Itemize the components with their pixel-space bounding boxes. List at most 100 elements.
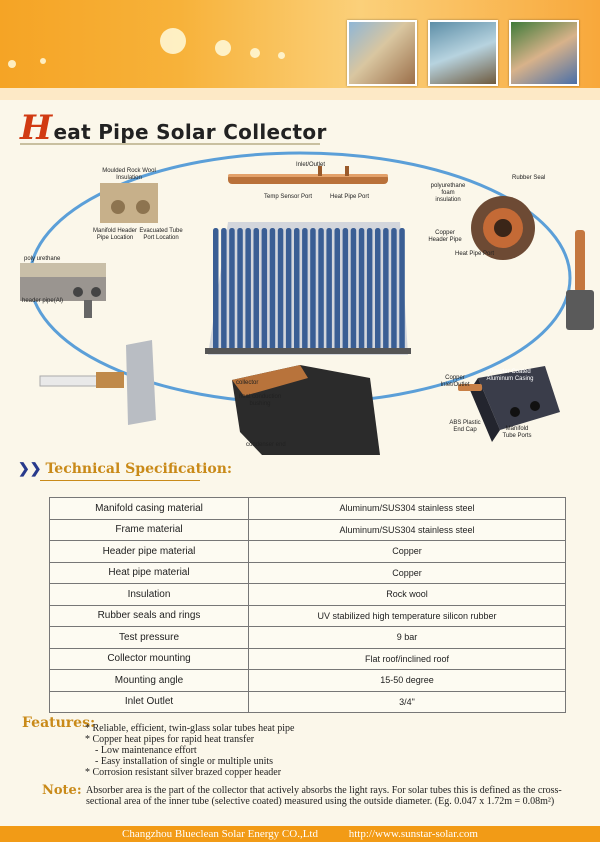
title-rest: eat Pipe Solar Collector	[53, 120, 327, 144]
evacuated-tube	[310, 228, 316, 350]
label-manifold-tube-ports: Manifold Tube Ports	[502, 426, 532, 439]
decor-dot	[250, 48, 260, 58]
spec-key: Rubber seals and rings	[49, 604, 249, 627]
spec-value: Aluminum/SUS304 stainless steel	[248, 518, 566, 541]
label-temp-sensor-port: Temp Sensor Port	[264, 194, 313, 200]
list-item: - Low maintenance effort	[95, 745, 197, 756]
label-polyurethane-foam: polyurethane foam insulation	[430, 183, 466, 203]
label-moulded-rock-wool: Moulded Rock Wool Insulation	[102, 168, 156, 181]
spec-value: Copper	[248, 540, 566, 563]
evacuated-tube	[253, 228, 259, 350]
evacuated-tube	[302, 228, 308, 350]
page-title: Heat Pipe Solar Collector	[20, 108, 327, 148]
evacuated-tube	[399, 228, 405, 350]
header-banner	[0, 0, 600, 100]
label-manifold-header-pipe-location: Manifold Header Pipe Location	[92, 228, 138, 241]
diagram-graphics	[20, 151, 594, 455]
spec-key: Insulation	[49, 583, 249, 606]
spec-underline	[40, 480, 200, 481]
evacuated-tube	[358, 228, 365, 350]
evacuated-tube	[391, 228, 397, 350]
label-copper-inlet-outlet: Copper Inlet/Outlet	[440, 375, 470, 388]
title-underline	[20, 143, 320, 145]
collector-diagram: Inlet/Outlet Temp Sensor Port Heat Pipe …	[0, 150, 600, 455]
list-item: * Reliable, efficient, twin-glass solar …	[85, 723, 295, 734]
evacuated-tube	[261, 228, 268, 350]
manifold-box-image	[458, 366, 560, 442]
spec-heading: ❯❯Technical Specification:	[18, 461, 232, 479]
evacuated-tube	[269, 228, 276, 350]
label-header-pipe-al: header pipe(Al)	[22, 298, 64, 304]
tube-cutaway-image	[232, 365, 380, 455]
evacuated-tube	[375, 228, 381, 350]
spec-key: Heat pipe material	[49, 561, 249, 584]
label-poly-urethane: poly urethane	[24, 256, 61, 262]
decor-dot	[8, 60, 16, 68]
evacuated-tube	[342, 228, 349, 350]
evacuated-tube	[294, 228, 300, 350]
spec-key: Test pressure	[49, 626, 249, 649]
spec-key: Frame material	[49, 518, 249, 541]
spec-heading-text: Technical Specification:	[45, 461, 233, 477]
photo-family-house	[347, 20, 417, 86]
evacuated-tube	[277, 228, 284, 350]
decor-dot	[215, 40, 231, 56]
evacuated-tube	[237, 228, 243, 350]
label-collector: collector	[236, 380, 259, 386]
label-powder-coated-casing: Powder Coated Aluminum Casing	[486, 369, 534, 382]
double-chevron-icon: ❯❯	[18, 461, 42, 477]
rock-wool-image	[100, 183, 158, 223]
evacuated-tube	[334, 228, 340, 350]
decor-dot	[160, 28, 186, 54]
photo-shower	[428, 20, 498, 86]
features-label: Features:	[22, 715, 96, 731]
label-heat-conduction-bushing: heat conduction bushing	[238, 394, 282, 407]
footer-company: Changzhou Blueclean Solar Energy CO.,Ltd	[122, 828, 318, 840]
footer-url[interactable]: http://www.sunstar-solar.com	[348, 828, 478, 840]
decor-dot	[278, 52, 285, 59]
spec-value: Copper	[248, 561, 566, 584]
note-label: Note:	[42, 783, 82, 798]
spec-value: Flat roof/inclined roof	[248, 647, 566, 670]
end-cap-image	[126, 340, 156, 425]
title-first-letter: H	[20, 108, 53, 148]
footer-bar: Changzhou Blueclean Solar Energy CO.,Ltd…	[0, 826, 600, 842]
solar-collector-image	[205, 222, 411, 355]
label-abs-plastic-end-cap: ABS Plastic End Cap	[449, 420, 481, 433]
features-list: * Reliable, efficient, twin-glass solar …	[85, 723, 485, 778]
label-evacuated-tube-port-location: Evacuated Tube Port Location	[139, 228, 183, 241]
spec-value: 9 bar	[248, 626, 566, 649]
spec-key: Collector mounting	[49, 647, 249, 670]
spec-value: Rock wool	[248, 583, 566, 606]
spec-value: 15-50 degree	[248, 669, 566, 692]
list-item: - Easy installation of single or multipl…	[95, 756, 274, 767]
evacuated-tube	[285, 228, 292, 350]
label-heat-pipe-port-right: Heat Pipe Port	[455, 251, 495, 257]
photo-family-portrait	[509, 20, 579, 86]
label-inlet-outlet: Inlet/Outlet	[296, 162, 326, 168]
spec-key: Inlet Outlet	[49, 690, 249, 713]
spec-key: Manifold casing material	[49, 497, 249, 520]
spec-key: Mounting angle	[49, 669, 249, 692]
decor-dot	[40, 58, 46, 64]
evacuated-tube	[221, 228, 227, 350]
heat-pipe-image	[575, 230, 585, 292]
list-item: * Corrosion resistant silver brazed copp…	[85, 767, 282, 778]
label-condenser-end: condenser end	[246, 442, 286, 448]
evacuated-tube	[213, 228, 219, 350]
evacuated-tube	[326, 228, 332, 350]
footer-text: Changzhou Blueclean Solar Energy CO.,Ltd…	[0, 828, 600, 840]
list-item: * Copper heat pipes for rapid heat trans…	[85, 734, 255, 745]
evacuated-tube	[245, 228, 251, 350]
spec-key: Header pipe material	[49, 540, 249, 563]
spec-value: 3/4"	[248, 690, 566, 713]
